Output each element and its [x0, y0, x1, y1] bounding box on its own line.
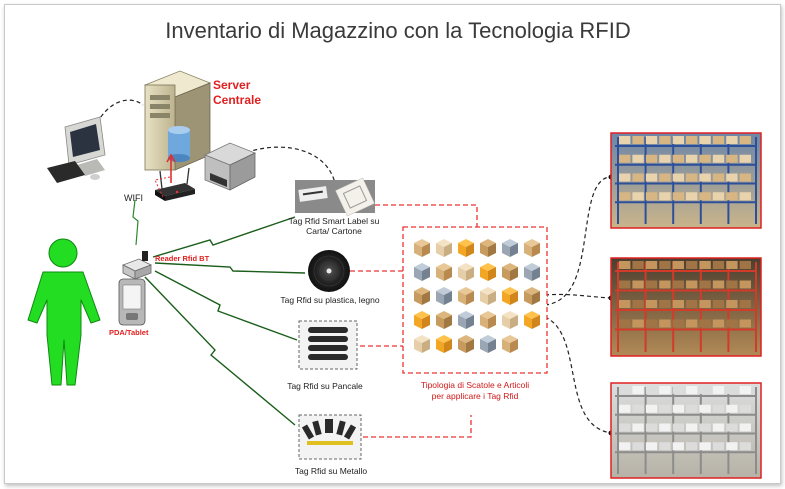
tag-plastic-caption: Tag Rfid su plastica, legno	[280, 295, 379, 305]
product-box-icon	[524, 287, 540, 305]
product-box-icon	[458, 311, 474, 329]
product-box-icon	[480, 287, 496, 305]
product-box-icon	[458, 335, 474, 353]
product-box-icon	[414, 311, 430, 329]
product-box-icon	[436, 335, 452, 353]
boxes-caption: per applicare i Tag Rfid	[432, 391, 519, 401]
tag-metal-caption: Tag Rfid su Metallo	[295, 466, 368, 476]
product-box-icon	[436, 239, 452, 257]
tag-smart-label-caption: Tag Rfid Smart Label su	[289, 216, 380, 226]
pda-icon	[118, 278, 146, 326]
product-box-icon	[480, 335, 496, 353]
server-label: Server	[213, 78, 251, 92]
product-box-icon	[458, 239, 474, 257]
link-reader-metal	[144, 276, 296, 426]
server-label: Centrale	[213, 93, 261, 107]
tag-plastic-disc-icon	[308, 250, 350, 292]
warehouse-photo	[610, 257, 762, 357]
link-reader-smartlabel	[152, 216, 296, 258]
reader-label: Reader Rfid BT	[155, 254, 210, 263]
product-box-icon	[414, 239, 430, 257]
tag-pallet-icon	[298, 320, 358, 370]
arrow-up-icon	[166, 153, 176, 183]
link-printer-label	[239, 146, 336, 184]
product-box-icon	[524, 263, 540, 281]
desktop-computer-icon	[47, 116, 106, 183]
link-boxes-wh3	[544, 316, 612, 434]
tag-smart-label-caption: Carta/ Cartone	[306, 226, 362, 236]
product-box-icon	[502, 239, 518, 257]
product-box-grid	[414, 239, 540, 353]
pda-label: PDA/Tablet	[109, 328, 149, 337]
product-box-icon	[436, 311, 452, 329]
link-metal-boxes	[363, 415, 472, 438]
wifi-label: WIFI	[124, 193, 143, 203]
warehouse-photo	[610, 132, 762, 229]
product-box-icon	[414, 263, 430, 281]
product-box-icon	[524, 239, 540, 257]
link-computer-server	[96, 99, 144, 124]
product-box-icon	[458, 263, 474, 281]
product-box-icon	[414, 335, 430, 353]
link-label-boxes	[375, 204, 478, 227]
link-wifi	[132, 199, 139, 246]
product-box-icon	[480, 311, 496, 329]
product-box-icon	[436, 263, 452, 281]
page-title: Inventario di Magazzino con la Tecnologi…	[165, 18, 631, 43]
diagram-frame: Inventario di Magazzino con la Tecnologi…	[4, 4, 781, 484]
link-reader-plastic	[154, 262, 306, 274]
wifi-link-red	[154, 176, 171, 198]
boxes-caption: Tipologia di Scatole e Articoli	[421, 380, 529, 390]
rfid-diagram: Inventario di Magazzino con la Tecnologi…	[27, 18, 762, 479]
warehouse-photo	[610, 382, 762, 479]
product-box-icon	[524, 311, 540, 329]
product-box-icon	[502, 263, 518, 281]
wifi-router-icon	[155, 167, 195, 201]
product-box-icon	[502, 311, 518, 329]
product-box-icon	[414, 287, 430, 305]
tag-pallet-caption: Tag Rfid su Pancale	[287, 381, 363, 391]
person-icon	[27, 238, 101, 386]
product-box-icon	[480, 239, 496, 257]
product-box-icon	[458, 287, 474, 305]
printer-icon	[204, 142, 256, 191]
product-box-icon	[502, 287, 518, 305]
product-box-icon	[480, 263, 496, 281]
product-box-icon	[436, 287, 452, 305]
link-reader-pallet	[154, 270, 298, 341]
link-boxes-wh2	[544, 293, 612, 299]
product-box-icon	[502, 335, 518, 353]
rfid-reader-icon	[122, 251, 152, 280]
tag-smart-label-icon	[295, 177, 375, 217]
link-boxes-wh1	[544, 176, 612, 306]
tag-metal-icon	[298, 414, 362, 460]
